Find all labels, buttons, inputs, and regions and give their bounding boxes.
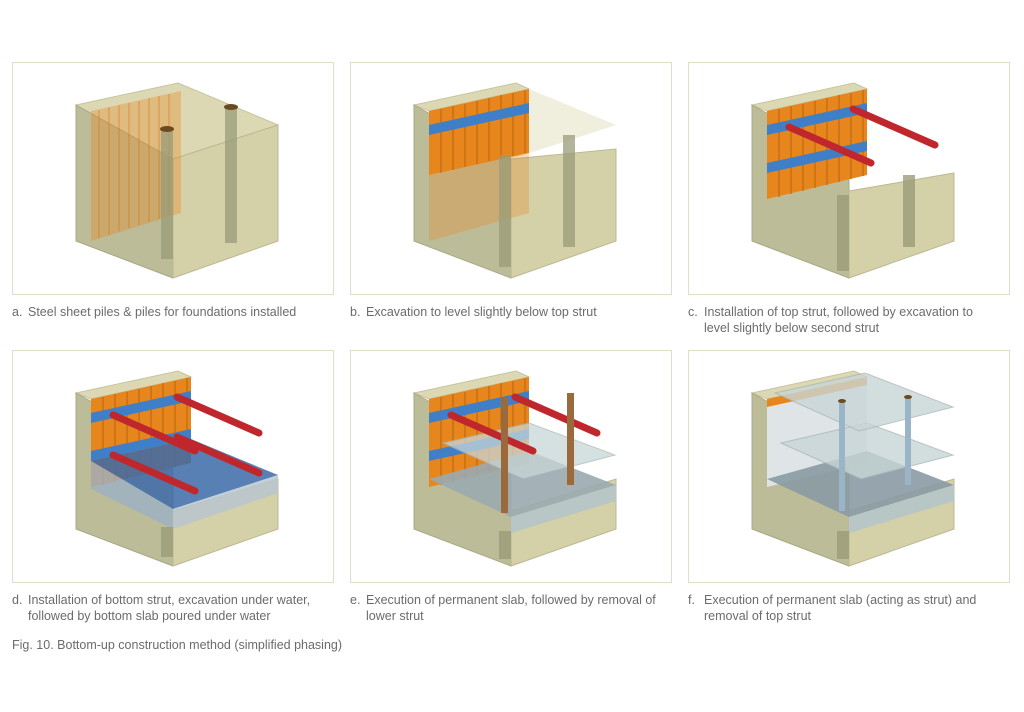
- panel-b: [350, 62, 672, 295]
- panel-a: [12, 62, 334, 295]
- caption-d: d. Installation of bottom strut, excavat…: [12, 592, 342, 624]
- caption-e: e. Execution of permanent slab, followed…: [350, 592, 680, 624]
- caption-f: f. Execution of permanent slab (acting a…: [688, 592, 994, 624]
- column-1-head: [838, 399, 846, 403]
- top-strut-2: [173, 393, 263, 437]
- column-2: [905, 397, 911, 485]
- caption-a-letter: a.: [12, 305, 23, 319]
- column-1: [501, 397, 508, 513]
- panel-c: [688, 62, 1010, 295]
- column-2-head: [904, 395, 912, 399]
- caption-b-letter: b.: [350, 305, 361, 319]
- pile-1: [837, 531, 849, 559]
- pile-2: [225, 107, 237, 243]
- pile-1: [499, 155, 511, 267]
- pile-1-head: [160, 126, 174, 132]
- bottom-slab-front: [849, 485, 954, 533]
- diagram-e: [412, 370, 617, 567]
- water-surface: [91, 439, 278, 509]
- caption-c-text: Installation of top strut, followed by e…: [704, 305, 973, 335]
- pile-2: [903, 175, 915, 247]
- bottom-strut-2: [173, 433, 263, 477]
- caption-c-letter: c.: [688, 305, 698, 319]
- caption-e-text: Execution of permanent slab, followed by…: [366, 593, 656, 623]
- diagram-f: [750, 370, 955, 567]
- caption-d-letter: d.: [12, 593, 23, 607]
- top-strut-1: [447, 411, 537, 455]
- sheet-pile-corrugations: [440, 90, 526, 173]
- top-strut-2: [849, 105, 939, 149]
- column-2: [567, 393, 574, 485]
- caption-a-text: Steel sheet piles & piles for foundation…: [28, 305, 297, 319]
- caption-a: a. Steel sheet piles & piles for foundat…: [12, 304, 342, 320]
- diagram-a: [74, 82, 280, 279]
- top-strut-1: [109, 411, 199, 455]
- soil-front-face: [848, 172, 955, 279]
- pile-1: [161, 527, 173, 557]
- pile-1: [837, 195, 849, 271]
- caption-b-text: Excavation to level slightly below top s…: [366, 305, 597, 319]
- bottom-strut-1: [109, 451, 199, 495]
- pile-1: [499, 531, 511, 559]
- diagram-c: [750, 82, 955, 279]
- diagram-d: [74, 370, 279, 567]
- figure-caption: Fig. 10. Bottom-up construction method (…: [12, 638, 343, 652]
- panel-e: [350, 350, 672, 583]
- top-strut-1: [785, 123, 875, 167]
- caption-f-letter: f.: [688, 593, 695, 607]
- caption-c: c. Installation of top strut, followed b…: [688, 304, 994, 336]
- bottom-slab-left: [91, 461, 173, 529]
- caption-b: b. Excavation to level slightly below to…: [350, 304, 680, 320]
- bottom-slab-front: [511, 485, 616, 533]
- top-strut-2: [511, 393, 601, 437]
- panel-f: [688, 350, 1010, 583]
- pile-1: [161, 129, 173, 259]
- pile-2-head: [224, 104, 238, 110]
- panel-d: [12, 350, 334, 583]
- caption-e-letter: e.: [350, 593, 361, 607]
- diagram-b: [412, 82, 617, 279]
- column-1: [839, 401, 845, 511]
- caption-f-text: Execution of permanent slab (acting as s…: [704, 593, 977, 623]
- waler: [429, 103, 529, 135]
- caption-d-text: Installation of bottom strut, excavation…: [28, 593, 311, 623]
- bottom-slab-front: [173, 475, 278, 529]
- pile-2: [563, 135, 575, 247]
